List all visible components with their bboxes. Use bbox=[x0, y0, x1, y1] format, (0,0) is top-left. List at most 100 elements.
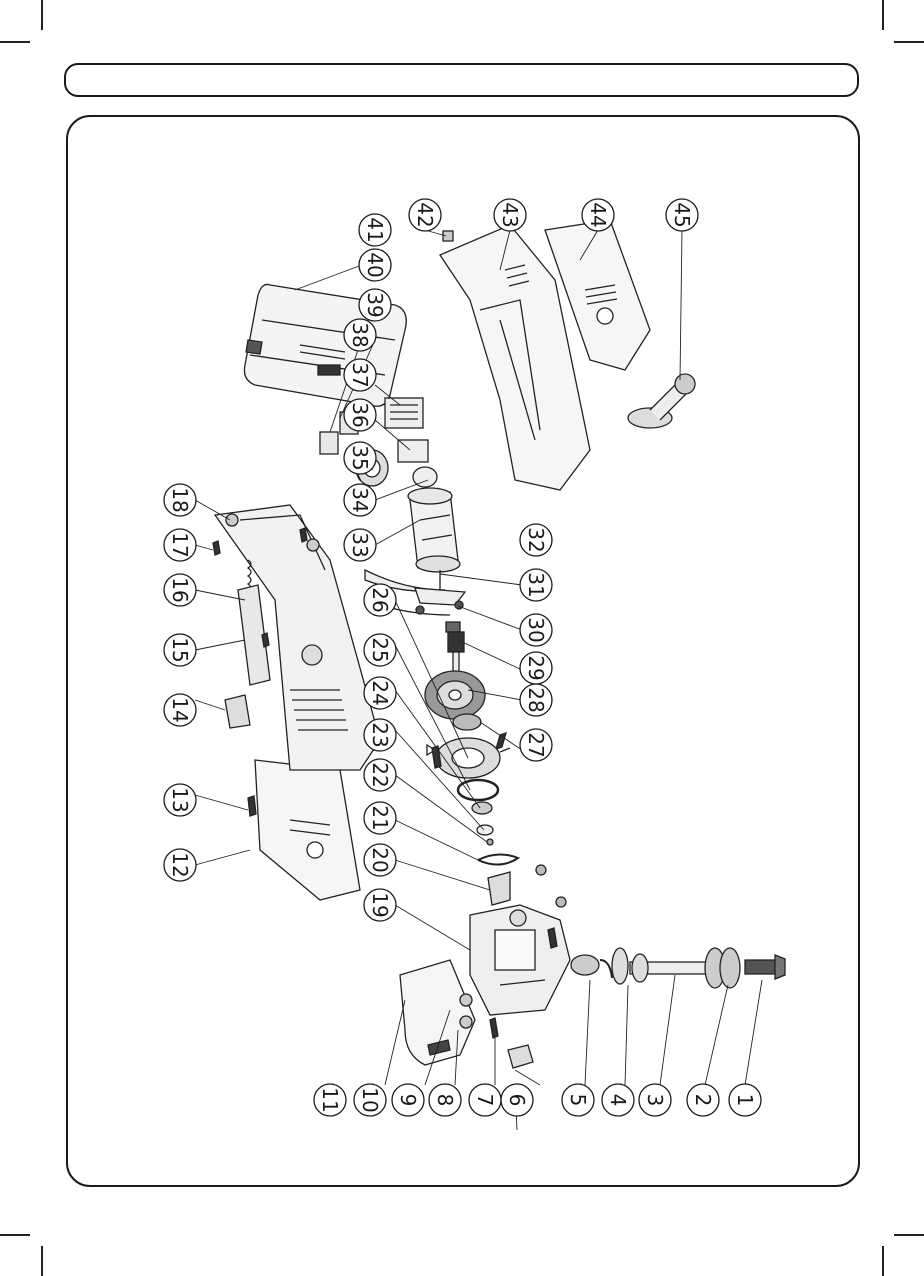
part-callout-18: 18 bbox=[164, 484, 196, 516]
callout-number: 5 bbox=[566, 1094, 590, 1107]
part-callout-29: 29 bbox=[520, 652, 552, 684]
callout-number: 9 bbox=[396, 1094, 420, 1107]
left-housing-cover bbox=[255, 760, 360, 900]
spindle-shaft bbox=[448, 632, 464, 677]
callout-number: 19 bbox=[368, 892, 392, 917]
callout-number: 32 bbox=[524, 527, 548, 552]
part-callout-34: 34 bbox=[344, 484, 376, 516]
part-callout-31: 31 bbox=[520, 569, 552, 601]
part-callout-39: 39 bbox=[359, 289, 391, 321]
callout-number: 29 bbox=[524, 655, 548, 680]
callout-number: 28 bbox=[524, 687, 548, 712]
callout-number: 33 bbox=[348, 532, 372, 557]
gear-head-housing bbox=[470, 905, 570, 1015]
part-callout-42: 42 bbox=[409, 199, 441, 231]
part-callout-32: 32 bbox=[520, 524, 552, 556]
part-callout-5: 5 bbox=[562, 1084, 594, 1116]
part-callout-3: 3 bbox=[639, 1084, 671, 1116]
callout-number: 35 bbox=[348, 445, 372, 470]
callout-number: 39 bbox=[363, 292, 387, 317]
contact-plate bbox=[320, 432, 338, 454]
side-handle bbox=[628, 374, 695, 428]
part-callout-11: 11 bbox=[314, 1084, 346, 1116]
part-callout-17: 17 bbox=[164, 529, 196, 561]
part-callout-2: 2 bbox=[687, 1084, 719, 1116]
callout-number: 38 bbox=[348, 322, 372, 347]
circlip bbox=[478, 854, 518, 864]
part-callout-44: 44 bbox=[582, 199, 614, 231]
part-callout-33: 33 bbox=[344, 529, 376, 561]
callout-number: 22 bbox=[368, 762, 392, 787]
callout-number: 25 bbox=[368, 637, 392, 662]
callout-number: 31 bbox=[524, 572, 548, 597]
lock-lever bbox=[488, 872, 510, 905]
washer bbox=[477, 825, 493, 835]
bearing-plate bbox=[415, 588, 465, 614]
washer bbox=[487, 839, 493, 845]
part-callout-4: 4 bbox=[602, 1084, 634, 1116]
part-callout-14: 14 bbox=[164, 694, 196, 726]
callout-number: 34 bbox=[348, 487, 372, 512]
callout-number: 4 bbox=[606, 1094, 630, 1107]
part-callout-36: 36 bbox=[344, 399, 376, 431]
callout-number: 12 bbox=[168, 852, 192, 877]
switch-block bbox=[385, 398, 428, 462]
front-guard bbox=[400, 960, 475, 1065]
callout-number: 14 bbox=[168, 697, 192, 722]
callout-number: 8 bbox=[433, 1094, 457, 1107]
part-callout-7: 7 bbox=[469, 1084, 501, 1116]
callout-number: 30 bbox=[524, 617, 548, 642]
callout-number: 21 bbox=[368, 805, 392, 830]
part-callout-30: 30 bbox=[520, 614, 552, 646]
callout-number: 42 bbox=[413, 202, 437, 227]
part-callout-9: 9 bbox=[392, 1084, 424, 1116]
callout-number: 15 bbox=[168, 637, 192, 662]
part-callout-10: 10 bbox=[354, 1084, 386, 1116]
callout-number: 44 bbox=[586, 202, 610, 227]
callout-number: 27 bbox=[524, 732, 548, 757]
motor bbox=[408, 488, 460, 600]
part-callout-12: 12 bbox=[164, 849, 196, 881]
callout-number: 26 bbox=[368, 587, 392, 612]
part-callout-6: 6 bbox=[501, 1084, 533, 1116]
callout-number: 11 bbox=[318, 1087, 342, 1112]
part-callout-38: 38 bbox=[344, 319, 376, 351]
lock-button bbox=[225, 695, 250, 728]
callout-number: 7 bbox=[473, 1094, 497, 1107]
callout-number: 20 bbox=[368, 847, 392, 872]
part-callout-23: 23 bbox=[364, 719, 396, 751]
bevel-gear bbox=[425, 671, 485, 719]
part-callout-35: 35 bbox=[344, 442, 376, 474]
part-callout-1: 1 bbox=[729, 1084, 761, 1116]
bearing bbox=[453, 714, 481, 730]
callout-number: 10 bbox=[358, 1087, 382, 1112]
callout-number: 23 bbox=[368, 722, 392, 747]
part-callout-43: 43 bbox=[494, 199, 526, 231]
o-ring bbox=[458, 780, 498, 800]
callout-number: 24 bbox=[368, 680, 392, 705]
callout-number: 13 bbox=[168, 787, 192, 812]
part-callout-45: 45 bbox=[666, 199, 698, 231]
part-callout-24: 24 bbox=[364, 677, 396, 709]
callout-number: 3 bbox=[643, 1094, 667, 1107]
callout-number: 40 bbox=[363, 252, 387, 277]
part-callout-41: 41 bbox=[359, 214, 391, 246]
part-callout-19: 19 bbox=[364, 889, 396, 921]
part-callout-37: 37 bbox=[344, 359, 376, 391]
part-callout-15: 15 bbox=[164, 634, 196, 666]
part-callout-28: 28 bbox=[520, 684, 552, 716]
callout-number: 2 bbox=[691, 1094, 715, 1107]
callout-number: 6 bbox=[505, 1094, 529, 1107]
part-callout-8: 8 bbox=[429, 1084, 461, 1116]
output-spindle bbox=[630, 954, 710, 982]
part-callout-20: 20 bbox=[364, 844, 396, 876]
callout-number: 37 bbox=[348, 362, 372, 387]
part-callout-25: 25 bbox=[364, 634, 396, 666]
part-callout-40: 40 bbox=[359, 249, 391, 281]
part-callout-13: 13 bbox=[164, 784, 196, 816]
part-callout-21: 21 bbox=[364, 802, 396, 834]
part-callout-27: 27 bbox=[520, 729, 552, 761]
callout-number: 1 bbox=[733, 1094, 757, 1107]
pinion bbox=[446, 622, 460, 632]
